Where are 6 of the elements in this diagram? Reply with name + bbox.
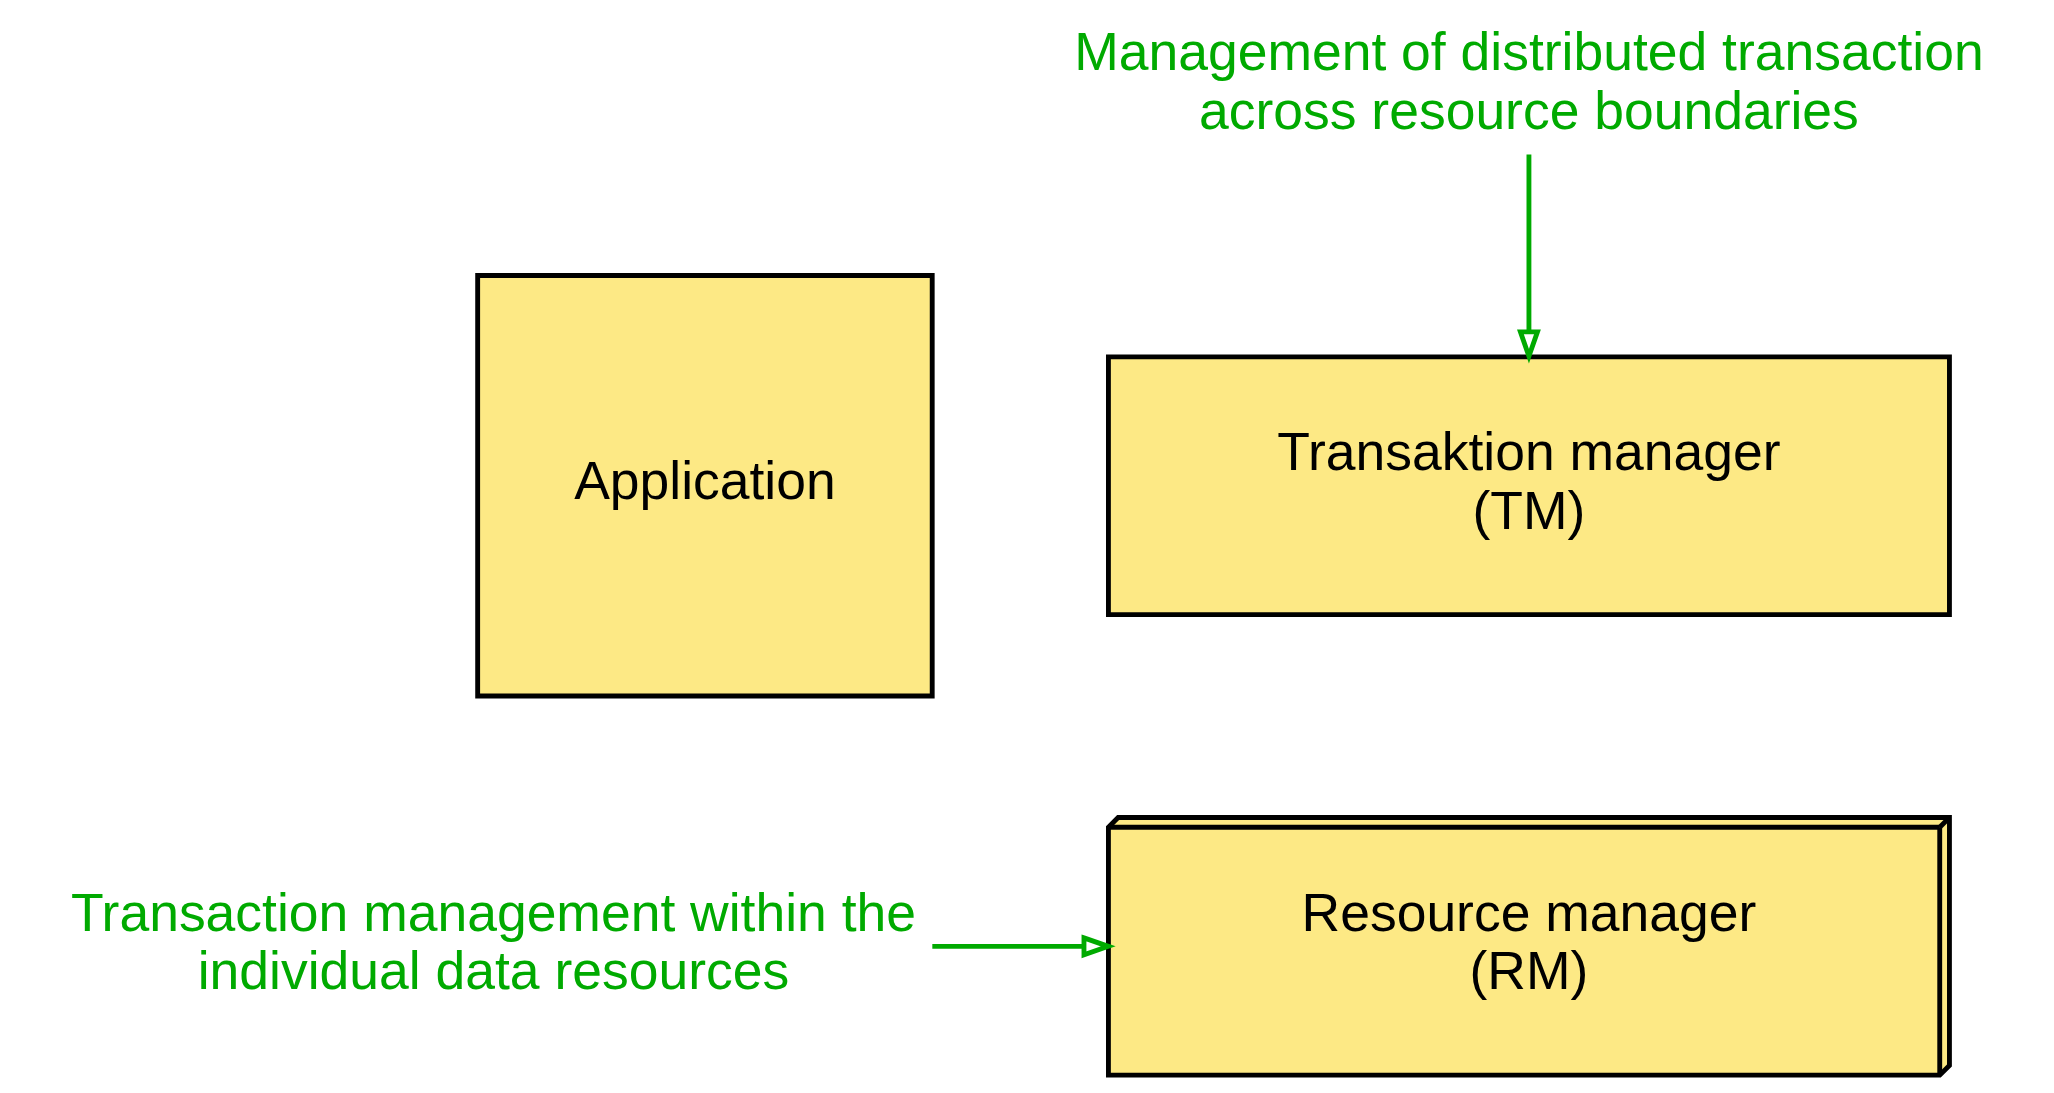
node-box: Transaktion manager (TM) (1106, 354, 1952, 617)
arrow (932, 934, 1116, 959)
node-text: Management of distributed transaction across resource boundaries (1074, 22, 1984, 140)
arrow (1517, 154, 1541, 364)
node-text: Transaction management within the individual data resources (70, 882, 916, 1001)
node-box: Application (475, 273, 935, 699)
